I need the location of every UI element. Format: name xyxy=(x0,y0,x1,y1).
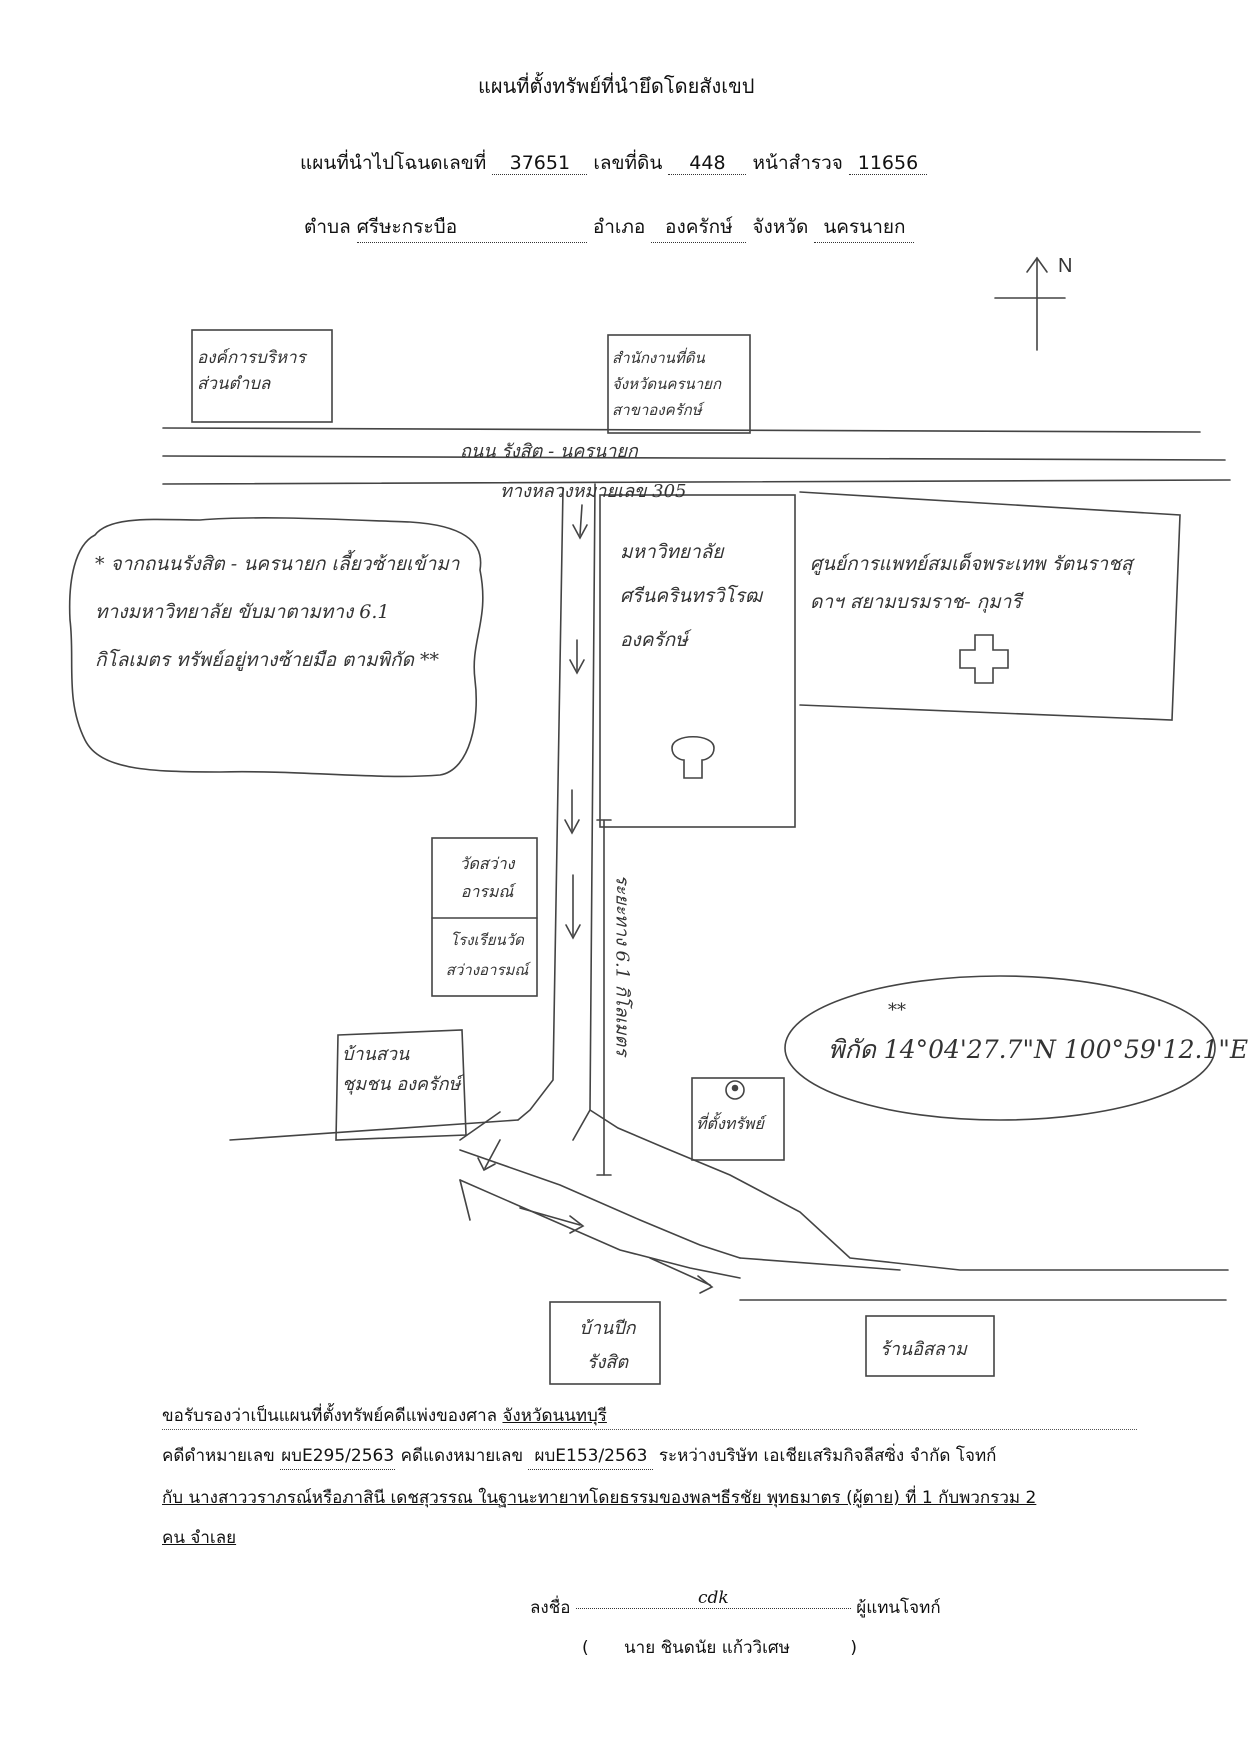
case-line: คดีดำหมายเลข ผบE295/2563 คดีแดงหมายเลข ผ… xyxy=(162,1442,996,1470)
survey-label: หน้าสำรวจ xyxy=(752,152,843,174)
certification-line: ขอรับรองว่าเป็นแผนที่ตั้งทรัพย์คดีแพ่งขอ… xyxy=(162,1402,1137,1430)
obt-box xyxy=(191,329,333,423)
land-label: เลขที่ดิน xyxy=(593,152,663,174)
location-line: ตำบล ศรีษะกระบือ อำเภอ องครักษ์ จังหวัด … xyxy=(304,212,915,243)
hospital-cross-icon xyxy=(959,634,1009,684)
province-value: นครนายก xyxy=(814,212,915,243)
hospital-block xyxy=(799,491,1181,721)
deed-number: 37651 xyxy=(492,152,588,175)
province-label: จังหวัด xyxy=(752,216,809,238)
tambon-value: ศรีษะกระบือ xyxy=(356,212,587,243)
map-pin-icon xyxy=(725,1080,745,1100)
university-label: มหาวิทยาลัย ศรีนครินทรวิโรฒ องครักษ์ xyxy=(620,541,763,651)
shop-box xyxy=(865,1315,995,1377)
court-name: จังหวัดนนทบุรี xyxy=(502,1406,607,1426)
land-number: 448 xyxy=(668,152,747,175)
deed-label: แผนที่นำไปโฉนดเลขที่ xyxy=(300,152,487,174)
hospital-label: ศูนย์การแพทย์สมเด็จพระเทพ รัตนราชสุดาฯ ส… xyxy=(810,553,1133,613)
highway-label: ทางหลวงหมายเลข 305 xyxy=(500,481,687,502)
coords-ellipse xyxy=(784,975,1216,1121)
certification-prefix: ขอรับรองว่าเป็นแผนที่ตั้งทรัพย์คดีแพ่งขอ… xyxy=(162,1406,498,1426)
village-left-box xyxy=(335,1029,467,1141)
sign-role: ผู้แทนโจทก์ xyxy=(856,1598,941,1618)
deed-line: แผนที่นำไปโฉนดเลขที่ 37651 เลขที่ดิน 448… xyxy=(300,148,927,178)
directions-note: * จากถนนรังสิต - นครนายก เลี้ยวซ้ายเข้าม… xyxy=(95,553,460,671)
black-case-number: ผบE295/2563 xyxy=(280,1442,396,1470)
direction-arrow-icon xyxy=(477,504,714,1294)
university-logo-icon xyxy=(671,736,715,779)
north-label: N xyxy=(1058,255,1072,277)
page-title: แผนที่ตั้งทรัพย์ที่นำยึดโดยสังเขป xyxy=(478,74,755,98)
plaintiff-text: ระหว่างบริษัท เอเชียเสริมกิจลีสซิ่ง จำกั… xyxy=(658,1446,997,1466)
close-paren: ) xyxy=(850,1638,857,1658)
property-box xyxy=(691,1077,785,1161)
property-label: ที่ตั้งทรัพย์ xyxy=(696,1114,764,1133)
village-bottom-box xyxy=(549,1301,661,1385)
village-left-label: บ้านสวน ชุมชน องครักษ์ xyxy=(342,1044,461,1095)
signature: cdk xyxy=(575,1588,851,1609)
village-bottom-label: บ้านปีก รังสิต xyxy=(579,1318,636,1373)
distance-marker xyxy=(596,819,612,1176)
shop-label: ร้านอิสลาม xyxy=(880,1339,967,1360)
signature-line: ลงชื่อ cdk ผู้แทนโจทก์ xyxy=(530,1588,941,1621)
signer-name-line: ( นาย ชินดนัย แก้ววิเศษ ) xyxy=(582,1634,857,1661)
amphoe-value: องครักษ์ xyxy=(651,212,747,243)
defendant-text: นางสาววราภรณ์หรือภาสินี เดชสุวรรณ ในฐานะ… xyxy=(188,1488,1037,1508)
road-name-label: ถนน รังสิต - นครนายก xyxy=(460,441,638,462)
main-road xyxy=(162,427,1231,485)
temple-box xyxy=(431,837,538,997)
amphoe-label: อำเภอ xyxy=(592,216,646,238)
coordinates-label: พิกัด 14°04'27.7"N 100°59'12.1"E xyxy=(828,1035,1248,1064)
signer-name: นาย ชินดนัย แก้ววิเศษ xyxy=(624,1638,790,1658)
side-road xyxy=(229,483,1229,1301)
red-case-number: ผบE153/2563 xyxy=(528,1442,654,1470)
land-office-box xyxy=(607,334,751,434)
land-office-label: สำนักงานที่ดิน จังหวัดนครนายก สาขาองครัก… xyxy=(612,349,722,419)
temple-label: วัดสว่าง อารมณ์ xyxy=(459,854,515,901)
open-paren: ( xyxy=(582,1638,589,1658)
tambon-label: ตำบล xyxy=(304,216,351,238)
north-arrow-icon xyxy=(994,256,1066,351)
distance-label: ระยะทาง 6.1 กิโลเมตร xyxy=(611,874,633,1056)
black-case-label: คดีดำหมายเลข xyxy=(162,1446,275,1466)
with-label: กับ xyxy=(162,1488,184,1508)
obt-label: องค์การบริหาร ส่วนตำบล xyxy=(197,348,306,394)
university-block xyxy=(599,494,796,828)
note-cloud xyxy=(68,517,484,778)
defendant-end: คน จำเลย xyxy=(162,1528,237,1548)
school-label: โรงเรียนวัด สว่างอารมณ์ xyxy=(445,931,529,979)
defendant-line: กับ นางสาววราภรณ์หรือภาสินี เดชสุวรรณ ใน… xyxy=(162,1484,1036,1511)
red-case-label: คดีแดงหมายเลข xyxy=(400,1446,524,1466)
coords-mark: ** xyxy=(888,1000,906,1021)
sign-label: ลงชื่อ xyxy=(530,1598,571,1618)
survey-number: 11656 xyxy=(848,152,927,175)
